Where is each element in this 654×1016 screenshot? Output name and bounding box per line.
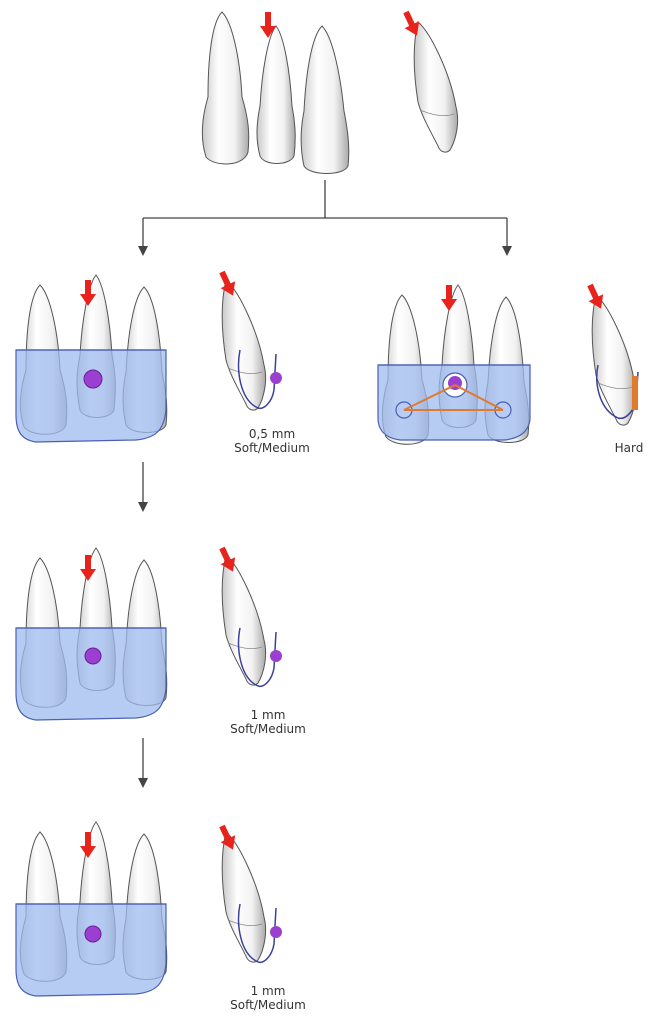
flow-arrow-icon bbox=[138, 218, 148, 256]
step2-front-view bbox=[16, 548, 167, 720]
step3-thickness: 1 mm bbox=[218, 984, 318, 998]
attachment bbox=[84, 370, 102, 388]
step2-thickness: 1 mm bbox=[218, 708, 318, 722]
alt-material: Hard bbox=[606, 441, 652, 455]
step3-label: 1 mm Soft/Medium bbox=[218, 984, 318, 1012]
step2-label: 1 mm Soft/Medium bbox=[218, 708, 318, 736]
alt-label: Hard bbox=[606, 441, 652, 455]
step1-label: 0,5 mm Soft/Medium bbox=[222, 427, 322, 455]
branch-connector bbox=[138, 180, 512, 256]
step3-side-view bbox=[215, 823, 282, 963]
flow-arrow-icon bbox=[502, 218, 512, 256]
step3-material: Soft/Medium bbox=[218, 998, 318, 1012]
initial-side-tooth bbox=[399, 9, 458, 152]
step1-side-view bbox=[215, 269, 282, 410]
step1-front-view bbox=[16, 275, 167, 442]
initial-front-teeth bbox=[202, 12, 348, 174]
step1-thickness: 0,5 mm bbox=[222, 427, 322, 441]
step2-side-view bbox=[215, 545, 282, 687]
flow-arrow-icon bbox=[138, 738, 148, 788]
alt-front-view bbox=[378, 285, 530, 444]
flow-arrow-icon bbox=[138, 462, 148, 512]
step3-front-view bbox=[16, 822, 167, 996]
step2-material: Soft/Medium bbox=[218, 722, 318, 736]
alt-side-view bbox=[583, 282, 638, 425]
step1-material: Soft/Medium bbox=[222, 441, 322, 455]
